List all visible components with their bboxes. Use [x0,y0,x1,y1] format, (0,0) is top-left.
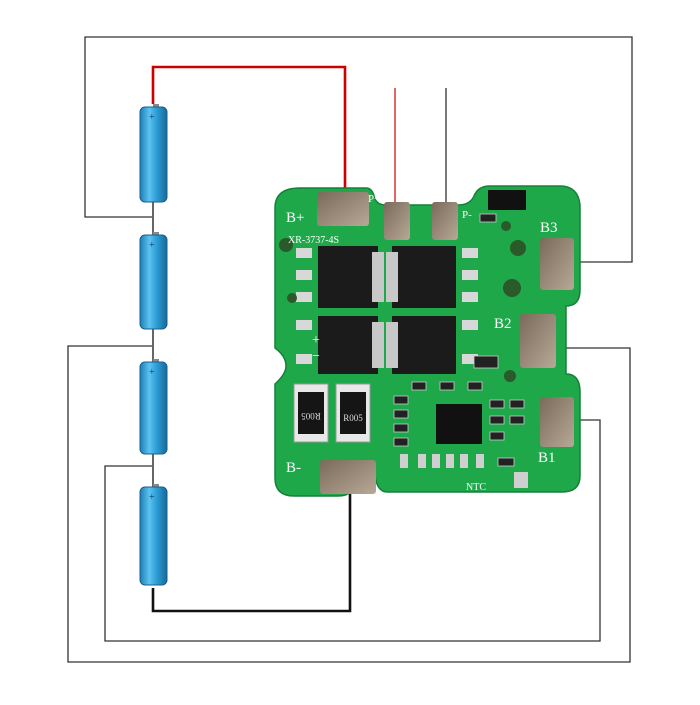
wire-b2 [67,345,631,663]
label-b3: B3 [540,220,558,236]
cell-plus-mark: + [149,367,155,378]
protection-ic [436,404,482,444]
wire-b1 [104,419,601,642]
battery-cell-1: + [139,104,168,203]
pad-p-minus [432,202,458,240]
label-ntc: NTC [466,482,486,493]
pad-b-plus [317,192,369,226]
label-p-plus: P+ [368,193,380,205]
label-b-plus: B+ [286,210,304,226]
sense-resistor-2: R005 [335,383,371,443]
bms-pcb: R005 R005 B [274,185,581,497]
diode [488,190,526,210]
wire-negative [151,485,352,613]
wire-b3 [84,36,633,263]
label-minus-sign: − [312,349,320,364]
cell-plus-mark: + [149,240,155,251]
mosfet-array [296,246,478,374]
label-plus-sign: + [312,333,320,348]
pad-b3 [540,238,574,290]
cell-plus-mark: + [149,492,155,503]
balance-wires [67,36,633,663]
label-model: XR-3737-4S [288,235,339,246]
battery-cell-2: + [139,232,168,330]
pcb-pads-row [400,454,528,488]
pad-p-plus [384,202,410,240]
label-b-minus: B- [286,460,301,476]
sense-resistor-1: R005 [293,383,329,443]
pad-b2 [520,314,556,368]
cell-plus-mark: + [149,112,155,123]
pad-b1 [540,397,574,447]
label-b1: B1 [538,450,556,466]
pad-b-minus [320,460,376,494]
label-b2: B2 [494,316,512,332]
wire-positive [151,65,347,200]
battery-cell-4: + [139,484,168,586]
resistor-marking: R005 [301,411,321,421]
smd-components [393,213,525,467]
pcb-vias [279,221,526,382]
battery-cell-3: + [139,359,168,455]
label-p-minus: P- [462,209,472,221]
resistor-marking: R005 [343,413,363,423]
